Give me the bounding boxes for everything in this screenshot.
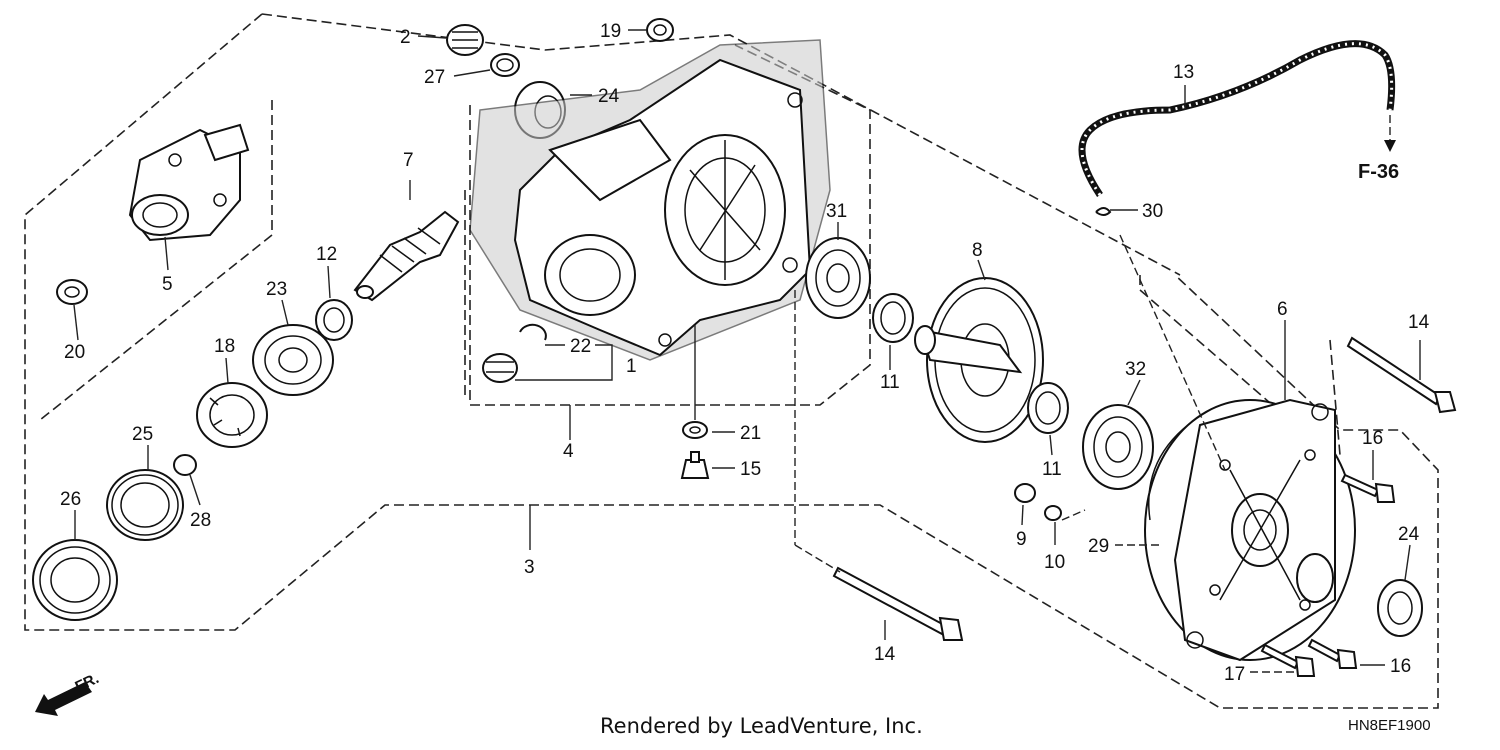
- part-7-pinion-shaft: [353, 210, 460, 302]
- callout-23: 23: [266, 279, 287, 300]
- part-25-bearing-holder: [106, 469, 184, 541]
- callout-30: 30: [1142, 201, 1163, 222]
- callout-15: 15: [740, 459, 761, 480]
- front-direction-arrow: FR.: [35, 670, 102, 716]
- part-16-bolt-bottom: [1307, 638, 1358, 669]
- part-20-nut: [56, 279, 88, 305]
- callout-13: 13: [1173, 62, 1194, 83]
- callout-28: 28: [190, 510, 211, 531]
- callout-21: 21: [740, 423, 761, 444]
- diagram-code: HN8EF1900: [1348, 717, 1431, 734]
- part-16-bolt-top: [1340, 473, 1396, 503]
- part-4-gear-case: [469, 39, 831, 361]
- part-12-seal: [315, 299, 353, 341]
- callout-8: 8: [972, 240, 983, 261]
- callout-9: 9: [1016, 529, 1027, 550]
- direction-label: FR.: [73, 670, 102, 696]
- part-11-shim-second: [1027, 382, 1069, 434]
- callout-5: 5: [162, 274, 173, 295]
- breather-arrow: [1384, 115, 1396, 152]
- part-1-dowel-22-clip: [482, 323, 547, 383]
- callout-1: 1: [626, 356, 637, 377]
- credit-text: Rendered by LeadVenture, Inc.: [600, 714, 923, 738]
- callout-3: 3: [524, 557, 535, 578]
- callout-24-right: 24: [1398, 524, 1420, 545]
- callout-26: 26: [60, 489, 81, 510]
- part-28-o-ring: [173, 454, 197, 476]
- part-27-washer: [490, 53, 520, 77]
- part-9-bolt: [1014, 483, 1036, 503]
- leader-lines: [73, 29, 1421, 673]
- callout-20: 20: [64, 342, 85, 363]
- callout-22: 22: [570, 336, 591, 357]
- callout-32: 32: [1125, 359, 1146, 380]
- part-6-cover: [1144, 398, 1356, 662]
- callout-12: 12: [316, 244, 337, 265]
- part-2-plug: [446, 24, 484, 56]
- part-11-shim: [872, 293, 914, 343]
- callout-16-top: 16: [1362, 428, 1383, 449]
- callout-14-bottom: 14: [874, 644, 896, 665]
- callout-11-left: 11: [880, 372, 900, 393]
- part-31-bearing: [805, 237, 871, 319]
- callout-18: 18: [214, 336, 235, 357]
- part-32-bearing: [1082, 404, 1154, 490]
- callout-10: 10: [1044, 552, 1065, 573]
- part-21-washer: [682, 421, 708, 439]
- callout-14-top: 14: [1408, 312, 1430, 333]
- callout-25: 25: [132, 424, 153, 445]
- callout-6: 6: [1277, 299, 1288, 320]
- part-15-bolt: [680, 451, 710, 479]
- callout-2: 2: [400, 27, 411, 48]
- part-14-bolt-bottom: [832, 566, 964, 641]
- callout-31: 31: [826, 201, 847, 222]
- callout-17: 17: [1224, 664, 1245, 685]
- group-outlines: [24, 13, 1439, 709]
- part-26-flange: [32, 539, 118, 621]
- part-5-flange-hub: [128, 123, 250, 242]
- part-13-breather-tube: [1078, 40, 1396, 197]
- callout-11-right: 11: [1042, 459, 1062, 480]
- part-23-bearing: [252, 324, 334, 396]
- part-30-clip: [1095, 207, 1112, 216]
- part-24-seal-right: [1377, 579, 1423, 637]
- callout-27: 27: [424, 67, 445, 88]
- callout-7: 7: [403, 150, 414, 171]
- reference-label: F-36: [1358, 161, 1399, 183]
- callout-16-bottom: 16: [1390, 656, 1411, 677]
- part-14-bolt-top: [1346, 336, 1457, 414]
- part-29-gasket-line: [1148, 409, 1211, 521]
- callout-labels: 1 2 3 4 5 6 7 8 9 10 11 11 12 13 14 14 1…: [60, 21, 1430, 685]
- callout-19: 19: [600, 21, 621, 42]
- callout-4: 4: [563, 441, 574, 462]
- part-17-bolt: [1260, 643, 1316, 677]
- part-19-nut: [646, 18, 674, 42]
- part-18-lock-nut: [196, 382, 268, 448]
- part-10-washer: [1044, 505, 1062, 521]
- part-8-ring-gear: [914, 277, 1044, 443]
- callout-29: 29: [1088, 536, 1109, 557]
- callout-24-top: 24: [598, 86, 620, 107]
